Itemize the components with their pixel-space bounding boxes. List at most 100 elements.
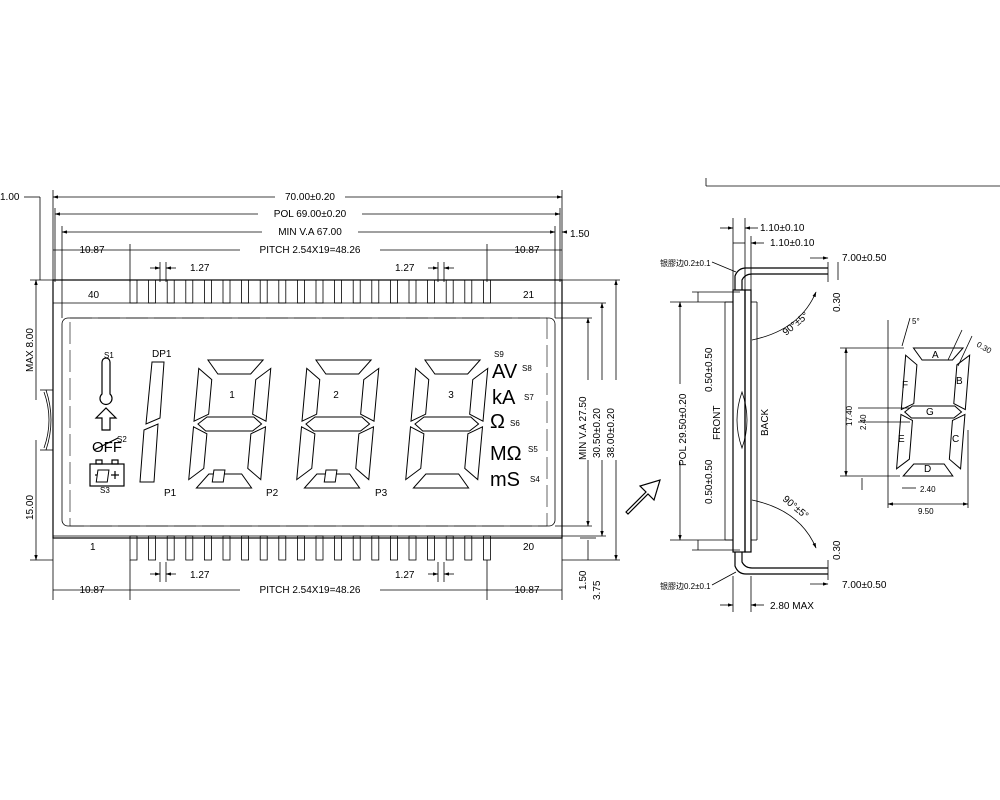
seg-label-e: E: [898, 434, 905, 445]
pin-thickness-top: 0.30: [832, 292, 843, 312]
pin-pitch-top-left: 1.27: [190, 263, 210, 274]
pitch-label-bottom: PITCH 2.54X19=48.26: [260, 585, 361, 596]
detail-seg-f: [900, 354, 918, 411]
right-dimensions: MIN V.A 27.50 30.50±0.20 38.00±0.20 1.50…: [555, 279, 624, 600]
edge-offset-top-left: 10.87: [79, 245, 104, 256]
pin-top: [148, 279, 157, 304]
pin-bottom: [203, 535, 212, 561]
icon-label-s3: S3: [100, 486, 110, 495]
segment-detail: A B C D E F G 17.40 2.40 9.50 2.40 5° 0.…: [840, 317, 993, 516]
pin-top: [203, 279, 212, 304]
pin-top: [371, 279, 380, 304]
back-label: BACK: [760, 408, 771, 436]
svg-text:S6: S6: [510, 419, 520, 428]
detail-seg-a: [912, 347, 965, 361]
max-height-label: MAX 8.00: [25, 328, 36, 372]
pol-height-label: POL 29.50±0.20: [678, 393, 689, 466]
pin-bottom: [334, 535, 343, 561]
left-margin-label: 1.00: [0, 192, 20, 203]
pin-bottom: [352, 535, 361, 561]
digit1-seg-c: [247, 425, 267, 481]
pin-bottom: [185, 535, 194, 561]
pin-top: [222, 279, 231, 304]
pin-bottom: [408, 535, 417, 561]
pin-thickness-bottom: 0.30: [832, 540, 843, 560]
pin-top: [185, 279, 194, 304]
pin-bottom: [315, 535, 324, 561]
off-text: OFF: [92, 439, 122, 456]
detail-seg-b: [953, 354, 971, 411]
digit3-seg-f: [410, 367, 430, 423]
pin-top: [408, 279, 417, 304]
unit-ohm: Ω: [490, 411, 505, 433]
seg-label-f: F: [902, 380, 908, 391]
outer-height-label: 38.00±0.20: [606, 408, 617, 458]
angle-top: 90°±5°: [781, 310, 811, 338]
icon-label-s1: S1: [104, 351, 114, 360]
digit1-seg-a: [206, 359, 265, 375]
icon-label-s2: S2: [117, 435, 127, 444]
detail-seg-width-2: 2.40: [920, 485, 936, 494]
detail-seg-d: [902, 463, 954, 477]
pin-top: [241, 279, 250, 304]
digit2-seg-c: [355, 425, 375, 481]
detail-seg-width: 2.40: [859, 414, 868, 430]
pin-top: [334, 279, 343, 304]
svg-text:S8: S8: [522, 364, 532, 373]
min-va-height-label: MIN V.A 27.50: [578, 396, 589, 460]
right-margin-label: 1.50: [570, 229, 590, 240]
pin-bottom: [464, 535, 473, 561]
digit-label-2: 2: [333, 390, 339, 401]
lcd-body: [52, 279, 563, 539]
pin-top: [166, 279, 175, 304]
status-icons: S1 OFF S2 S3: [89, 351, 127, 495]
detail-seg-c: [948, 413, 966, 470]
unit-ms: mS: [490, 469, 520, 491]
pin-bottom: [259, 535, 268, 561]
pin-label-20: 20: [523, 542, 535, 553]
seg-label-d: D: [924, 464, 931, 475]
digit1-seg-b: [252, 367, 272, 422]
pin-length-bottom: 7.00±0.50: [842, 580, 887, 591]
offset-top: 0.50±0.50: [704, 347, 715, 392]
pin-label-40: 40: [88, 290, 100, 301]
svg-text:S9: S9: [494, 350, 504, 359]
pin-pitch-bottom-right: 1.27: [395, 570, 415, 581]
seg-label-c: C: [952, 434, 959, 445]
seg-label-g: G: [926, 407, 934, 418]
bottom-margin-label: 1.50: [578, 570, 589, 590]
dp-label-p2: P2: [266, 488, 279, 499]
glass-thickness-2: 1.10±0.10: [770, 238, 815, 249]
pin-top: [482, 279, 491, 304]
front-label: FRONT: [712, 406, 723, 440]
front-view: 70.00±0.20 POL 69.00±0.20 MIN V.A 67.00 …: [0, 190, 624, 600]
digit2-seg-b: [360, 367, 380, 422]
bottom-dimensions: PITCH 2.54X19=48.26 10.87 10.87 1.27 1.2…: [52, 538, 563, 600]
pin-bottom: [371, 535, 380, 561]
pin-top: [464, 279, 473, 304]
pin-top: [315, 279, 324, 304]
digit1-seg-d: [195, 473, 253, 489]
overall-width-label: 70.00±0.20: [285, 192, 335, 203]
pin-top: [259, 279, 268, 304]
pin-top: [427, 279, 436, 304]
seg-label-a: A: [932, 350, 939, 361]
angle-bottom: 90°±5°: [780, 494, 810, 522]
detail-angle: 5°: [912, 317, 920, 326]
digit1-seg-f: [193, 367, 213, 423]
max-thickness-label: 2.80 MAX: [770, 601, 814, 612]
pin-bottom: [166, 535, 175, 561]
offset-bottom: 0.50±0.50: [704, 459, 715, 504]
pin-label-1: 1: [90, 542, 96, 553]
pin-bottom: [148, 535, 157, 561]
pin-label-21: 21: [523, 290, 535, 301]
dp1-label: DP1: [152, 349, 172, 360]
pin-bottom: [482, 535, 491, 561]
pins-bottom: [129, 535, 491, 561]
inner-height-label: 30.50±0.20: [592, 408, 603, 458]
leading-one-digit: DP1: [139, 349, 172, 483]
pin-top: [296, 279, 305, 304]
unit-symbols: AV kA Ω MΩ mS: [490, 361, 522, 491]
pin-top: [445, 279, 454, 304]
